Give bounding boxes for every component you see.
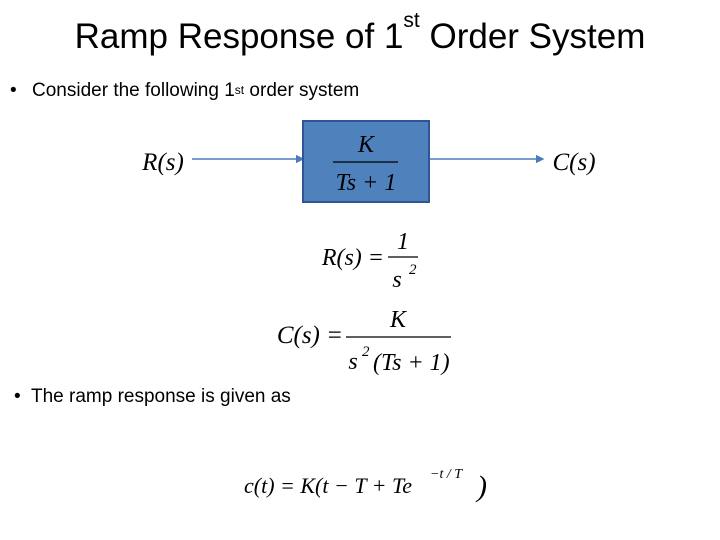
- input-equation-numerator: 1: [397, 229, 409, 255]
- bullet-ramp-text: The ramp response is given as: [31, 386, 291, 407]
- output-equation-lhs: C(s) =: [277, 322, 343, 349]
- bullet-consider: • Consider the following 1st order system: [10, 79, 359, 103]
- title-suffix: Order System: [419, 17, 646, 56]
- bullet-ramp: • The ramp response is given as: [14, 385, 291, 409]
- ramp-response-equation: c(t) = K(t − T + Te: [244, 473, 412, 498]
- input-equation-exponent: 2: [409, 262, 417, 278]
- title-prefix: Ramp Response of 1: [74, 17, 404, 56]
- bullet-consider-suffix: order system: [244, 80, 360, 101]
- bullet-icon: •: [10, 80, 17, 101]
- output-equation-numerator: K: [389, 307, 408, 333]
- bullet-icon: •: [14, 386, 21, 407]
- output-equation-denominator-factor: (Ts + 1): [373, 350, 450, 376]
- output-equation-denominator-exponent: 2: [362, 344, 370, 360]
- ramp-response-exponent: −t / T: [430, 467, 463, 482]
- transfer-function-block: [302, 120, 430, 203]
- bullet-consider-prefix: Consider the following 1: [32, 80, 235, 101]
- block-numerator: K: [357, 132, 376, 158]
- input-signal-label: R(s): [141, 149, 184, 176]
- bullet-consider-superscript: st: [234, 83, 245, 97]
- slide-title: Ramp Response of 1st Order System: [0, 10, 720, 60]
- input-equation-denominator: s: [392, 267, 401, 293]
- output-equation-denominator-s: s: [348, 349, 357, 375]
- output-signal-label: C(s): [552, 149, 595, 176]
- block-denominator: Ts + 1: [336, 170, 397, 196]
- input-equation-lhs: R(s) =: [321, 245, 384, 271]
- ramp-response-close-paren: ): [475, 470, 487, 503]
- title-superscript: st: [403, 9, 420, 32]
